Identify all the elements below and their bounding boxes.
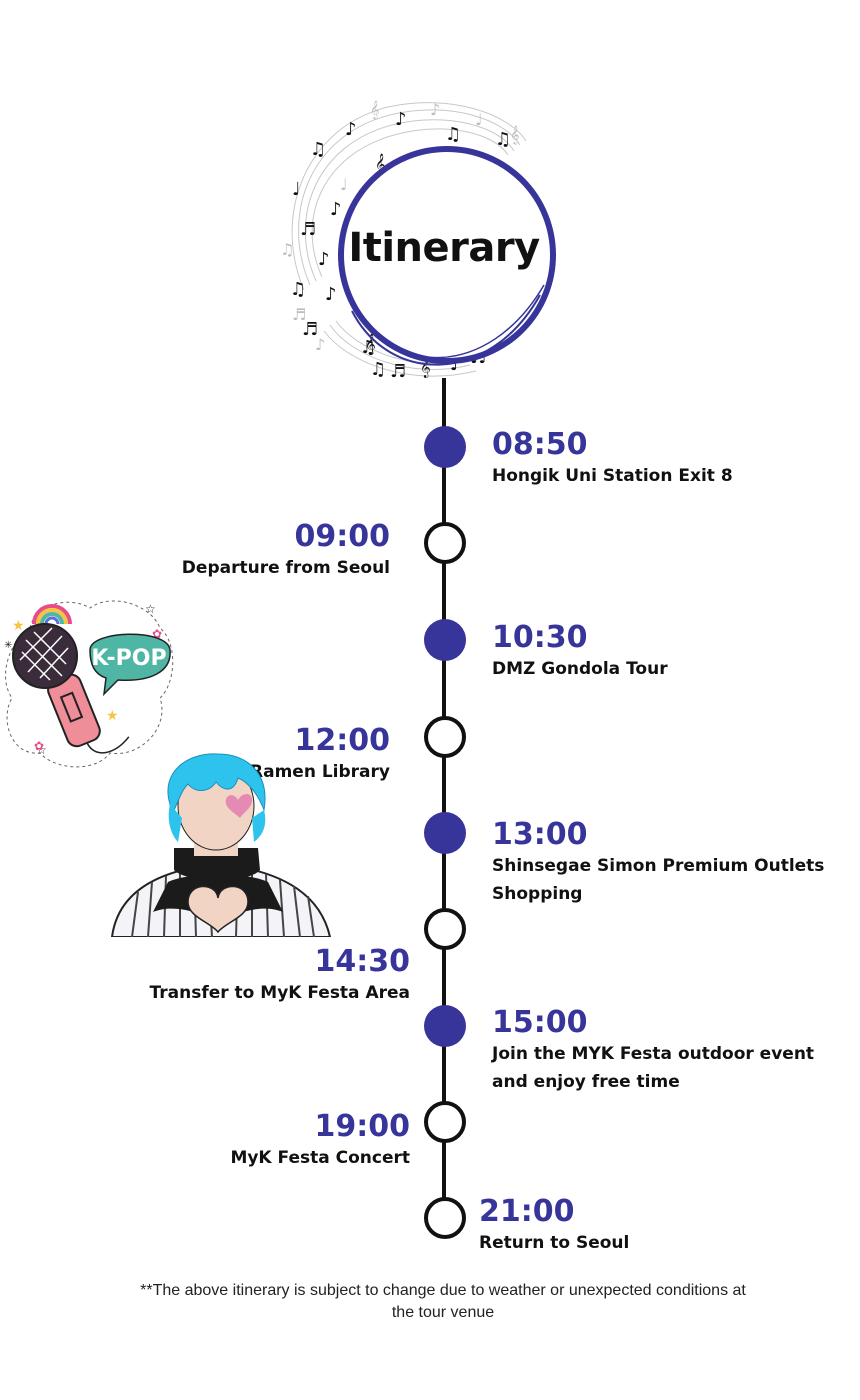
item-time: 19:00 [314, 1109, 411, 1144]
kpop-microphone-sticker: ★ ★ ☆ ☆ ✳ ✿ ✿ K-POP [0, 588, 180, 778]
timeline-marker-2100 [424, 1197, 466, 1239]
svg-text:𝄞: 𝄞 [375, 154, 386, 175]
timeline-marker-1430 [424, 908, 466, 950]
svg-text:♬: ♬ [300, 219, 316, 240]
svg-text:𝄞: 𝄞 [420, 357, 431, 378]
item-description: Departure from Seoul [181, 558, 390, 578]
footnote-disclaimer: **The above itinerary is subject to chan… [140, 1282, 746, 1321]
item-time: 12:00 [294, 723, 391, 758]
itinerary-item: 15:00 Join the MYK Festa outdoor event a… [492, 1006, 832, 1096]
music-swirl-illustration: ♫♪♩ ♬♫♪ 𝄞♪♫ ♫♪♬ ♫♬♫ 𝄞♪♬ 𝄞♪ 𝄞♪♩ 𝄞♫♬ ♩𝄞♫ ♪… [280, 100, 556, 382]
item-time: 08:50 [492, 427, 588, 462]
svg-text:☆: ☆ [36, 743, 47, 757]
kpop-sticker-label: K-POP [91, 646, 166, 671]
svg-text:♫: ♫ [445, 124, 461, 145]
item-time: 10:30 [492, 620, 588, 655]
svg-text:♩: ♩ [292, 179, 301, 200]
item-time: 15:00 [492, 1005, 588, 1040]
itinerary-item: 10:30 DMZ Gondola Tour [492, 621, 832, 683]
page-title: Itinerary [348, 225, 540, 271]
item-description: DMZ Gondola Tour [492, 659, 668, 679]
svg-text:♬: ♬ [292, 305, 306, 324]
svg-text:𝄞: 𝄞 [510, 125, 519, 145]
item-description: Ramen Library [250, 762, 390, 782]
item-description: Hongik Uni Station Exit 8 [492, 466, 733, 486]
svg-text:♪: ♪ [430, 100, 440, 119]
svg-text:♪: ♪ [318, 249, 330, 270]
svg-text:♪: ♪ [315, 335, 325, 354]
item-time: 09:00 [294, 519, 391, 554]
svg-text:♫: ♫ [360, 337, 376, 358]
svg-text:♪: ♪ [345, 119, 357, 140]
timeline-marker-0900 [424, 522, 466, 564]
svg-text:✳: ✳ [4, 640, 12, 651]
svg-text:★: ★ [106, 708, 119, 724]
itinerary-item: 08:50 Hongik Uni Station Exit 8 [492, 428, 832, 490]
svg-text:♪: ♪ [450, 354, 462, 375]
svg-text:♫: ♫ [495, 129, 511, 150]
svg-text:♫: ♫ [370, 359, 386, 380]
timeline-marker-1900 [424, 1101, 466, 1143]
item-time: 14:30 [314, 944, 411, 979]
timeline-marker-1500 [424, 1005, 466, 1047]
itinerary-item: 21:00 Return to Seoul [479, 1195, 819, 1257]
item-time: 21:00 [479, 1194, 575, 1229]
svg-text:𝄞: 𝄞 [365, 334, 376, 355]
timeline-line [442, 378, 446, 1218]
svg-text:✿: ✿ [152, 627, 162, 641]
svg-text:♫: ♫ [280, 240, 294, 259]
itinerary-item: 14:30 Transfer to MyK Festa Area [90, 945, 410, 1007]
itinerary-header-badge: ♫♪♩ ♬♫♪ 𝄞♪♫ ♫♪♬ ♫♬♫ 𝄞♪♬ 𝄞♪ 𝄞♪♩ 𝄞♫♬ ♩𝄞♫ ♪… [270, 95, 560, 385]
itinerary-item: 19:00 MyK Festa Concert [90, 1110, 410, 1172]
timeline-marker-1300 [424, 812, 466, 854]
item-time: 13:00 [492, 817, 588, 852]
item-description: Join the MYK Festa outdoor event and enj… [492, 1044, 815, 1092]
svg-text:♩: ♩ [340, 175, 348, 194]
svg-text:♪: ♪ [325, 284, 337, 305]
item-description: Shinsegae Simon Premium Outlets Shopping [492, 856, 825, 904]
svg-text:♬: ♬ [302, 319, 318, 340]
svg-text:♩: ♩ [475, 110, 483, 129]
item-description: Return to Seoul [479, 1233, 630, 1253]
item-description: Transfer to MyK Festa Area [149, 983, 410, 1003]
svg-text:♫: ♫ [310, 139, 326, 160]
svg-text:☆: ☆ [145, 602, 156, 616]
timeline-marker-1030 [424, 619, 466, 661]
itinerary-item: 09:00 Departure from Seoul [90, 520, 390, 582]
item-description: MyK Festa Concert [230, 1148, 410, 1168]
itinerary-item: 12:00 Ramen Library [90, 724, 390, 786]
kpop-idol-illustration [108, 752, 333, 942]
itinerary-item: 13:00 Shinsegae Simon Premium Outlets Sh… [492, 818, 832, 908]
svg-text:♫: ♫ [290, 279, 306, 300]
timeline-marker-0850 [424, 426, 466, 468]
svg-text:♪: ♪ [330, 199, 342, 220]
svg-text:★: ★ [12, 618, 25, 634]
svg-text:✿: ✿ [34, 739, 44, 753]
svg-text:♬: ♬ [390, 361, 406, 382]
svg-text:𝄞: 𝄞 [370, 100, 379, 120]
svg-text:♪: ♪ [395, 109, 407, 130]
timeline-marker-1200 [424, 716, 466, 758]
